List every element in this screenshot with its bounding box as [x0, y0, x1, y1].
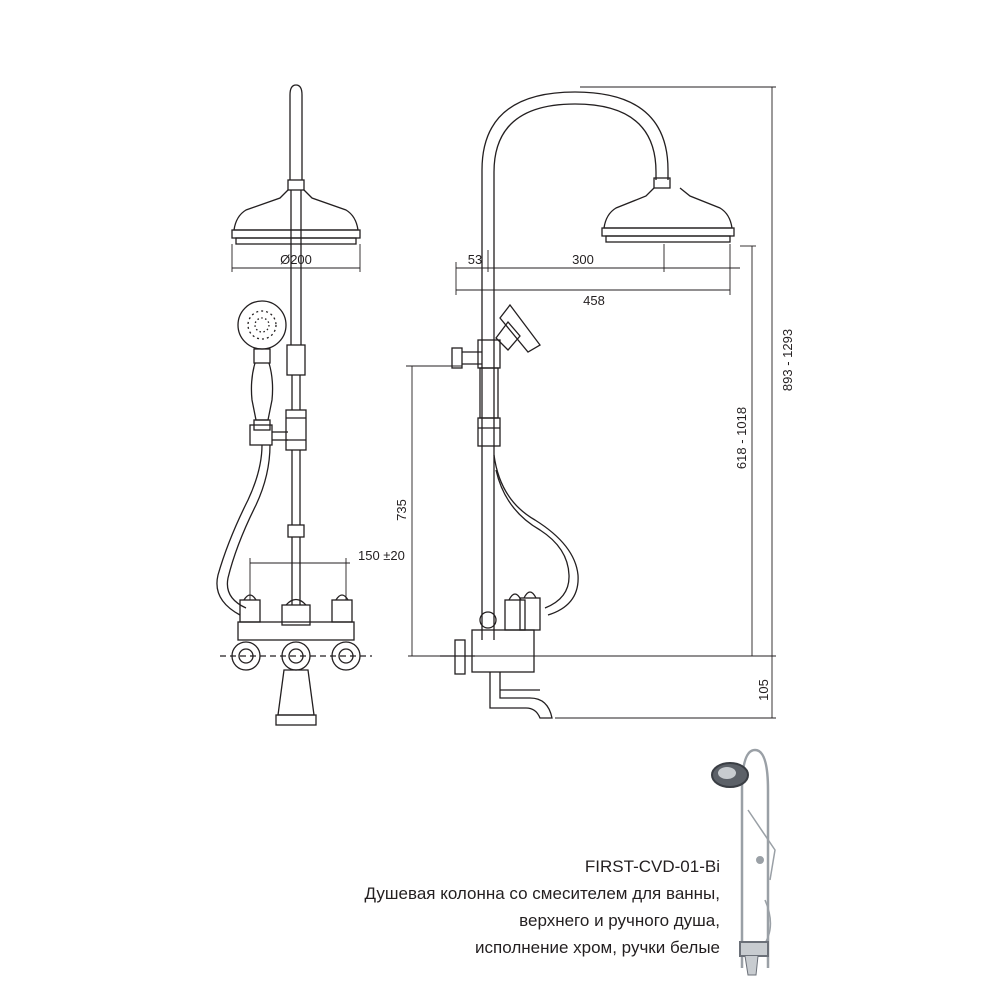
- product-description-line-1: Душевая колонна со смесителем для ванны,: [364, 884, 721, 903]
- product-model: FIRST-CVD-01-Bi: [584, 857, 720, 876]
- front-hand-shower: [216, 300, 288, 616]
- dim-inlet-spacing: 150 ±20: [358, 548, 405, 563]
- front-view: [216, 84, 372, 726]
- dim-offset: 53: [468, 252, 482, 267]
- product-description-line-3: исполнение хром, ручки белые: [475, 938, 720, 957]
- front-shower-head: [231, 189, 361, 245]
- dim-arm-reach: 300: [572, 252, 594, 267]
- front-mixer: [220, 594, 372, 726]
- product-description-line-2: верхнего и ручного душа,: [519, 911, 720, 930]
- dimension-lines: [231, 86, 776, 719]
- dim-spout-drop: 105: [756, 679, 771, 701]
- dim-total-height: 893 - 1293: [780, 329, 795, 391]
- dim-holder-range: 618 - 1018: [734, 407, 749, 469]
- dim-total-reach: 458: [583, 293, 605, 308]
- side-hand-shower: [451, 303, 541, 447]
- side-view: [440, 91, 735, 719]
- dim-handset-height: 735: [394, 499, 409, 521]
- product-photo: [711, 748, 776, 976]
- side-mixer: [440, 591, 553, 719]
- product-caption: FIRST-CVD-01-Bi Душевая колонна со смеси…: [365, 853, 721, 961]
- dim-head-diameter: Ø200: [280, 252, 312, 267]
- side-shower-head: [601, 187, 735, 243]
